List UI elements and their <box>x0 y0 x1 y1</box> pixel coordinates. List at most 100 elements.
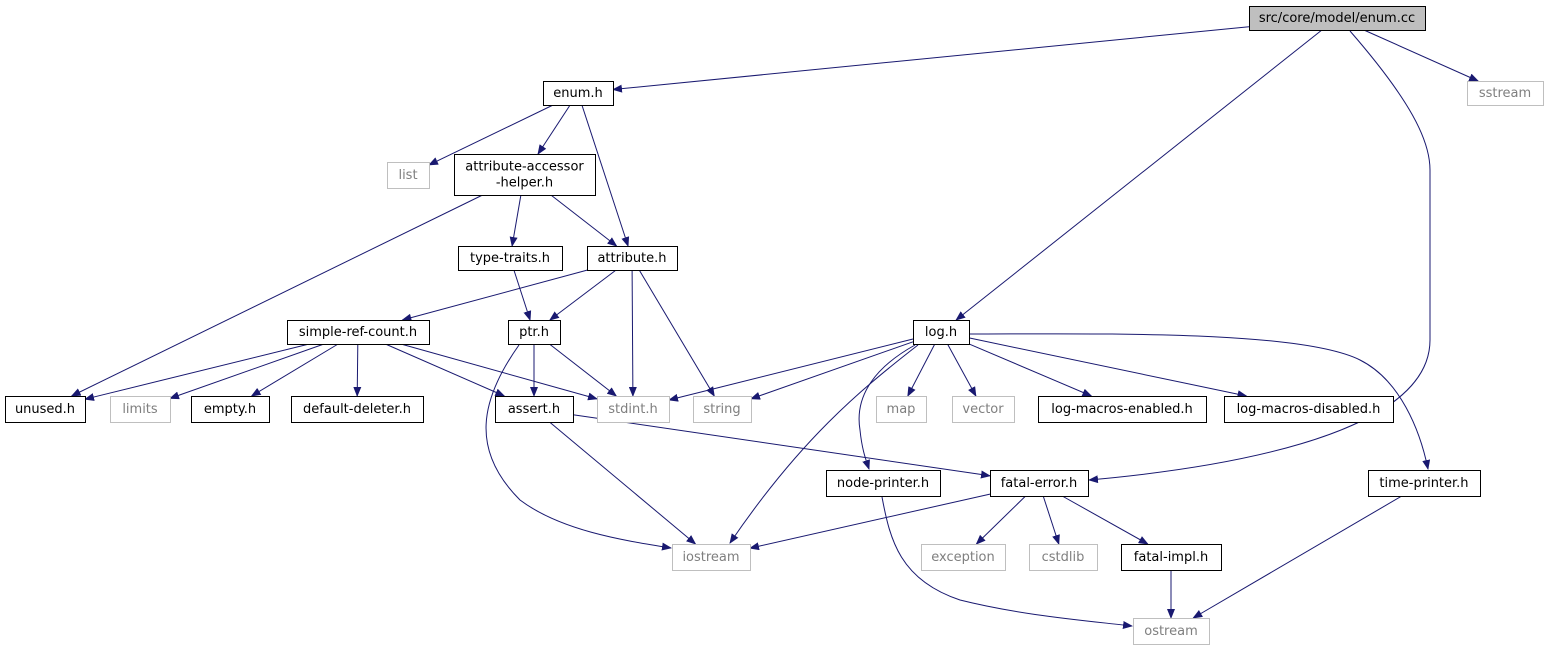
node-iostream: iostream <box>672 544 751 571</box>
node-box-aah_h <box>454 154 596 196</box>
node-stdint_h: stdint.h <box>597 396 670 423</box>
edge-enum_cc-to-log_h <box>955 29 1323 321</box>
node-cstdlib: cstdlib <box>1029 544 1098 571</box>
node-default_deleter_h[interactable]: default-deleter.h <box>291 396 424 423</box>
node-ptr_h[interactable]: ptr.h <box>508 320 561 345</box>
node-label-enum_cc: src/core/model/enum.cc <box>1259 11 1415 26</box>
node-box-time_printer_h <box>1368 470 1481 497</box>
node-label-map: map <box>887 402 916 417</box>
node-box-log_macros_disabled_h <box>1224 396 1394 423</box>
edge-enum_h-to-aah_h <box>537 104 571 155</box>
edge-log_h-to-stdint_h <box>668 338 914 402</box>
node-box-fatal_error_h <box>990 470 1089 497</box>
node-list: list <box>387 162 430 189</box>
node-box-type_traits_h <box>458 246 563 271</box>
node-box-enum_cc <box>1249 6 1426 31</box>
edge-fatal_error_h-to-fatal_impl_h <box>1061 495 1149 545</box>
edge-attribute_h-to-string <box>638 269 715 397</box>
node-label-unused_h: unused.h <box>15 402 75 417</box>
node-attribute_h[interactable]: attribute.h <box>587 246 678 271</box>
edge-assert_h-to-fatal_error_h <box>572 414 991 479</box>
edge-simple_ref_count_h-to-assert_h <box>385 343 506 397</box>
edge-assert_h-to-iostream <box>549 421 697 545</box>
node-label-aah_h: attribute-accessor-helper.h <box>465 159 584 190</box>
node-box-exception <box>921 544 1006 571</box>
node-enum_h[interactable]: enum.h <box>543 81 614 106</box>
node-box-sstream <box>1467 81 1544 106</box>
node-box-node_printer_h <box>826 470 941 497</box>
node-box-log_h <box>913 320 970 345</box>
node-assert_h[interactable]: assert.h <box>495 396 574 423</box>
node-label-list: list <box>398 168 417 183</box>
edges <box>70 26 1480 629</box>
node-label-assert_h: assert.h <box>508 402 560 417</box>
node-time_printer_h[interactable]: time-printer.h <box>1368 470 1481 497</box>
node-box-stdint_h <box>597 396 670 423</box>
nodes: src/core/model/enum.cc enum.h sstream list a… <box>5 6 1544 645</box>
node-box-enum_h <box>543 81 614 106</box>
edge-attribute_h-to-simple_ref_count_h <box>401 269 588 322</box>
node-log_macros_disabled_h[interactable]: log-macros-disabled.h <box>1224 396 1394 423</box>
node-label-attribute_h: attribute.h <box>597 251 666 266</box>
node-label-default_deleter_h: default-deleter.h <box>303 402 411 417</box>
edge-attribute_h-to-ptr_h <box>549 269 617 321</box>
edge-ptr_h-to-iostream <box>485 344 672 551</box>
node-box-assert_h <box>495 396 574 423</box>
node-label-simple_ref_count_h: simple-ref-count.h <box>299 325 417 340</box>
node-node_printer_h[interactable]: node-printer.h <box>826 470 941 497</box>
node-fatal_error_h[interactable]: fatal-error.h <box>990 470 1089 497</box>
edge-node_printer_h-to-ostream <box>881 496 1133 629</box>
node-label-sstream: sstream <box>1479 86 1531 101</box>
edge-enum_cc-to-fatal_error_h <box>1088 30 1431 484</box>
node-vector: vector <box>952 396 1015 423</box>
edge-attribute_h-to-stdint_h <box>628 269 637 397</box>
node-label-limits: limits <box>122 402 158 417</box>
node-type_traits_h[interactable]: type-traits.h <box>458 246 563 271</box>
node-label-log_macros_disabled_h: log-macros-disabled.h <box>1237 402 1381 417</box>
node-box-log_macros_enabled_h <box>1038 396 1207 423</box>
node-limits: limits <box>110 396 171 423</box>
node-box-simple_ref_count_h <box>287 320 430 345</box>
node-sstream: sstream <box>1467 81 1544 106</box>
edge-time_printer_h-to-ostream <box>1192 495 1403 619</box>
edge-log_h-to-node_printer_h <box>858 344 916 470</box>
node-log_macros_enabled_h[interactable]: log-macros-enabled.h <box>1038 396 1207 423</box>
node-box-ptr_h <box>508 320 561 345</box>
node-simple_ref_count_h[interactable]: simple-ref-count.h <box>287 320 430 345</box>
node-box-vector <box>952 396 1015 423</box>
edge-simple_ref_count_h-to-stdint_h <box>400 343 598 401</box>
edge-aah_h-to-unused_h <box>70 194 483 397</box>
node-label-stdint_h: stdint.h <box>608 402 657 417</box>
edge-enum_cc-to-enum_h <box>612 26 1250 93</box>
edge-simple_ref_count_h-to-default_deleter_h <box>353 343 362 397</box>
node-empty_h[interactable]: empty.h <box>191 396 270 423</box>
node-label-fatal_impl_h: fatal-impl.h <box>1134 550 1208 565</box>
node-label-ostream: ostream <box>1144 624 1198 639</box>
node-label-time_printer_h: time-printer.h <box>1379 476 1468 491</box>
edge-log_h-to-log_macros_disabled_h <box>968 337 1248 399</box>
edge-log_h-to-time_printer_h <box>968 333 1431 470</box>
edge-simple_ref_count_h-to-empty_h <box>250 343 339 397</box>
edge-fatal_error_h-to-iostream <box>749 493 991 551</box>
node-box-limits <box>110 396 171 423</box>
node-ostream: ostream <box>1133 618 1210 645</box>
node-box-unused_h <box>5 396 86 423</box>
edge-log_h-to-log_macros_enabled_h <box>968 343 1093 397</box>
node-label-string: string <box>703 402 740 417</box>
node-string: string <box>693 396 752 423</box>
node-unused_h[interactable]: unused.h <box>5 396 86 423</box>
edge-enum_h-to-attribute_h <box>581 104 630 247</box>
node-box-ostream <box>1133 618 1210 645</box>
node-label-fatal_error_h: fatal-error.h <box>1001 476 1078 491</box>
node-fatal_impl_h[interactable]: fatal-impl.h <box>1121 544 1222 571</box>
edge-fatal_error_h-to-cstdlib <box>1042 495 1060 545</box>
node-box-fatal_impl_h <box>1121 544 1222 571</box>
edge-aah_h-to-type_traits_h <box>509 194 522 247</box>
node-enum_cc[interactable]: src/core/model/enum.cc <box>1249 6 1426 31</box>
node-box-cstdlib <box>1029 544 1098 571</box>
edge-aah_h-to-attribute_h <box>550 194 618 247</box>
node-log_h[interactable]: log.h <box>913 320 970 345</box>
node-aah_h[interactable]: attribute-accessor-helper.h <box>454 154 596 196</box>
node-box-string <box>693 396 752 423</box>
